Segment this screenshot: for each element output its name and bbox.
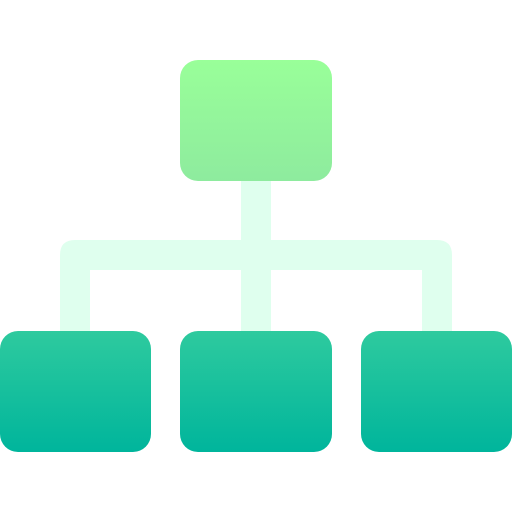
horizontal-branch-connector [60,240,452,334]
root-node [180,60,332,181]
child-node-left [0,331,151,452]
middle-stem-connector [241,244,271,334]
root-stem-connector [241,178,271,244]
child-node-right [361,331,512,452]
connector-lines [60,178,452,334]
child-node-middle [180,331,332,452]
